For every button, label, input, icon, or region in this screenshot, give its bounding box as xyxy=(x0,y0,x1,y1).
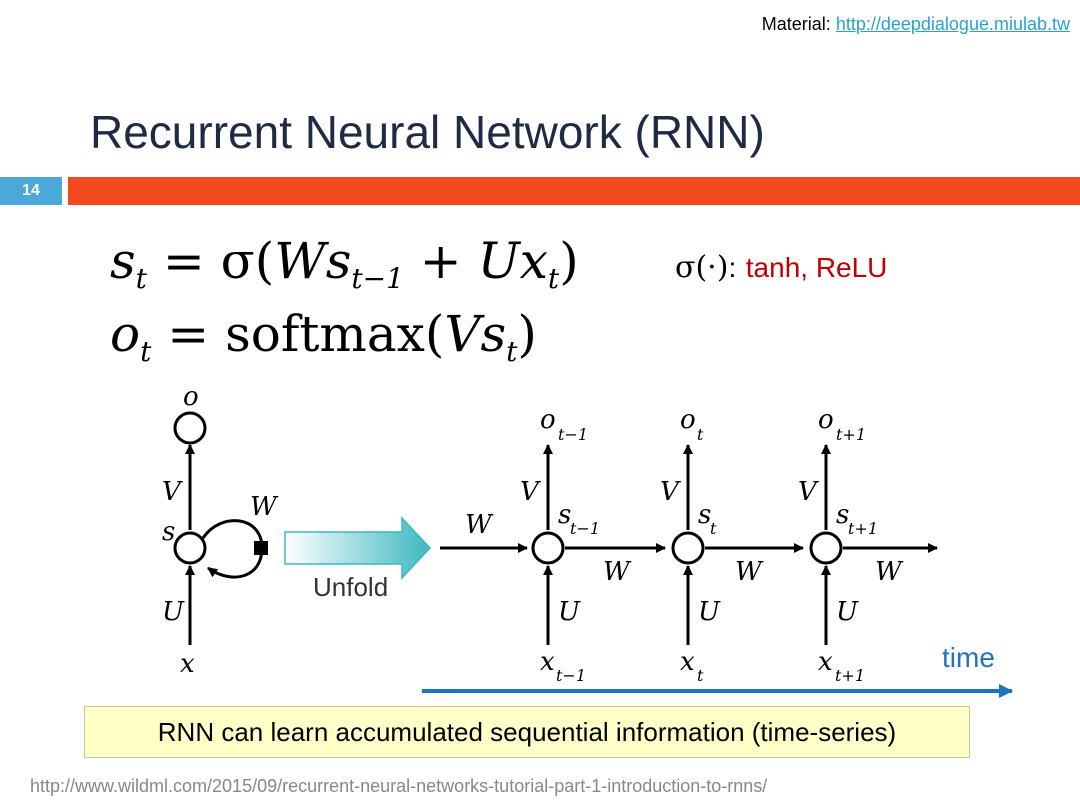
activation-note: σ(·): tanh, ReLU xyxy=(675,250,887,285)
eq1-s-sub: t−1 xyxy=(351,262,404,295)
step-state-sub: t+1 xyxy=(848,519,878,538)
folded-W-label: W xyxy=(250,492,279,522)
summary-callout: RNN can learn accumulated sequential inf… xyxy=(84,706,970,758)
step-output-sub: t+1 xyxy=(836,425,866,444)
eq2-rhs-pre: = softmax( xyxy=(167,305,445,363)
step-W-label: W xyxy=(603,557,632,587)
eq2-V: V xyxy=(444,305,481,363)
step-output-label: o xyxy=(680,405,696,435)
step-output-label: o xyxy=(540,405,556,435)
unfolded-step-t-minus-1: o t−1 V s t−1 U x t−1 W xyxy=(520,405,666,685)
step-state-node xyxy=(531,531,565,565)
folded-U-label: U xyxy=(162,597,185,627)
eq1-lhs: s xyxy=(110,232,136,290)
folded-state-label: s xyxy=(162,517,175,547)
unfolded-step-t: o t V s t U x t W xyxy=(660,405,804,685)
eq2-s-sub: t xyxy=(506,335,518,368)
incoming-W-label: W xyxy=(465,510,494,540)
step-input-sub: t−1 xyxy=(556,666,586,685)
sigma-symbol: σ(·) xyxy=(675,250,729,285)
step-V-label: V xyxy=(520,477,541,507)
equation-state-update: st = σ(Wst−1 + Uxt) xyxy=(110,232,579,295)
step-state-label: s xyxy=(698,500,711,530)
material-credit: Material: http://deepdialogue.miulab.tw xyxy=(762,14,1070,35)
eq1-x-sub: t xyxy=(547,262,560,295)
folded-state-node xyxy=(173,531,207,565)
unfold-arrow: Unfold xyxy=(284,516,432,602)
step-U-label: U xyxy=(558,597,581,627)
eq2-lhs-sub: t xyxy=(140,335,152,368)
step-U-label: U xyxy=(698,597,721,627)
activation-functions: tanh, ReLU xyxy=(745,252,888,283)
step-W-label: W xyxy=(875,557,904,587)
step-state-sub: t−1 xyxy=(570,519,600,538)
unfold-label: Unfold xyxy=(313,572,388,602)
step-state-node xyxy=(671,531,705,565)
step-state-label: s xyxy=(558,500,571,530)
folded-recurrent-loop xyxy=(201,519,264,579)
unfolded-step-t-plus-1: o t+1 V s t+1 U x t+1 W xyxy=(798,405,938,685)
step-state-node xyxy=(809,531,843,565)
folded-delay-square xyxy=(254,541,268,555)
eq2-close: ) xyxy=(517,305,537,363)
eq2-lhs: o xyxy=(110,305,141,363)
step-input-label: x xyxy=(680,647,695,677)
folded-rnn: o V s W U x xyxy=(162,382,279,679)
sigma-colon: : xyxy=(728,252,737,283)
eq2-s: s xyxy=(480,305,507,363)
source-link[interactable]: http://www.wildml.com/2015/09/recurrent-… xyxy=(30,776,768,796)
title-divider-bar xyxy=(68,177,1080,205)
folded-output-node xyxy=(173,411,207,445)
step-V-label: V xyxy=(660,477,681,507)
step-W-label: W xyxy=(735,557,764,587)
eq1-x: x xyxy=(519,232,548,290)
step-output-sub: t−1 xyxy=(558,425,588,444)
time-label: time xyxy=(942,642,995,673)
step-input-sub: t+1 xyxy=(835,666,865,685)
folded-V-label: V xyxy=(162,477,183,507)
step-state-sub: t xyxy=(710,519,717,538)
step-state-label: s xyxy=(836,500,849,530)
unfold-arrow-shape xyxy=(284,516,432,580)
eq1-W: W xyxy=(274,232,326,290)
equation-output: ot = softmax(Vst) xyxy=(110,305,537,368)
material-label: Material: xyxy=(761,14,831,34)
step-output-sub: t xyxy=(697,425,704,444)
eq1-plus: + xyxy=(403,232,478,290)
step-output-label: o xyxy=(818,405,834,435)
step-input-label: x xyxy=(818,647,833,677)
step-input-label: x xyxy=(540,647,555,677)
eq1-s: s xyxy=(325,232,352,290)
eq1-U: U xyxy=(477,232,520,290)
folded-output-label: o xyxy=(183,382,199,412)
eq1-rhs-pre: = σ( xyxy=(162,232,275,290)
eq1-close: ) xyxy=(559,232,579,290)
page-title: Recurrent Neural Network (RNN) xyxy=(90,106,765,158)
material-link[interactable]: http://deepdialogue.miulab.tw xyxy=(835,14,1070,34)
folded-input-label: x xyxy=(180,649,195,679)
step-input-sub: t xyxy=(697,666,704,685)
step-U-label: U xyxy=(836,597,859,627)
eq1-lhs-sub: t xyxy=(135,262,147,295)
step-V-label: V xyxy=(798,477,819,507)
slide-number: 14 xyxy=(0,177,62,205)
